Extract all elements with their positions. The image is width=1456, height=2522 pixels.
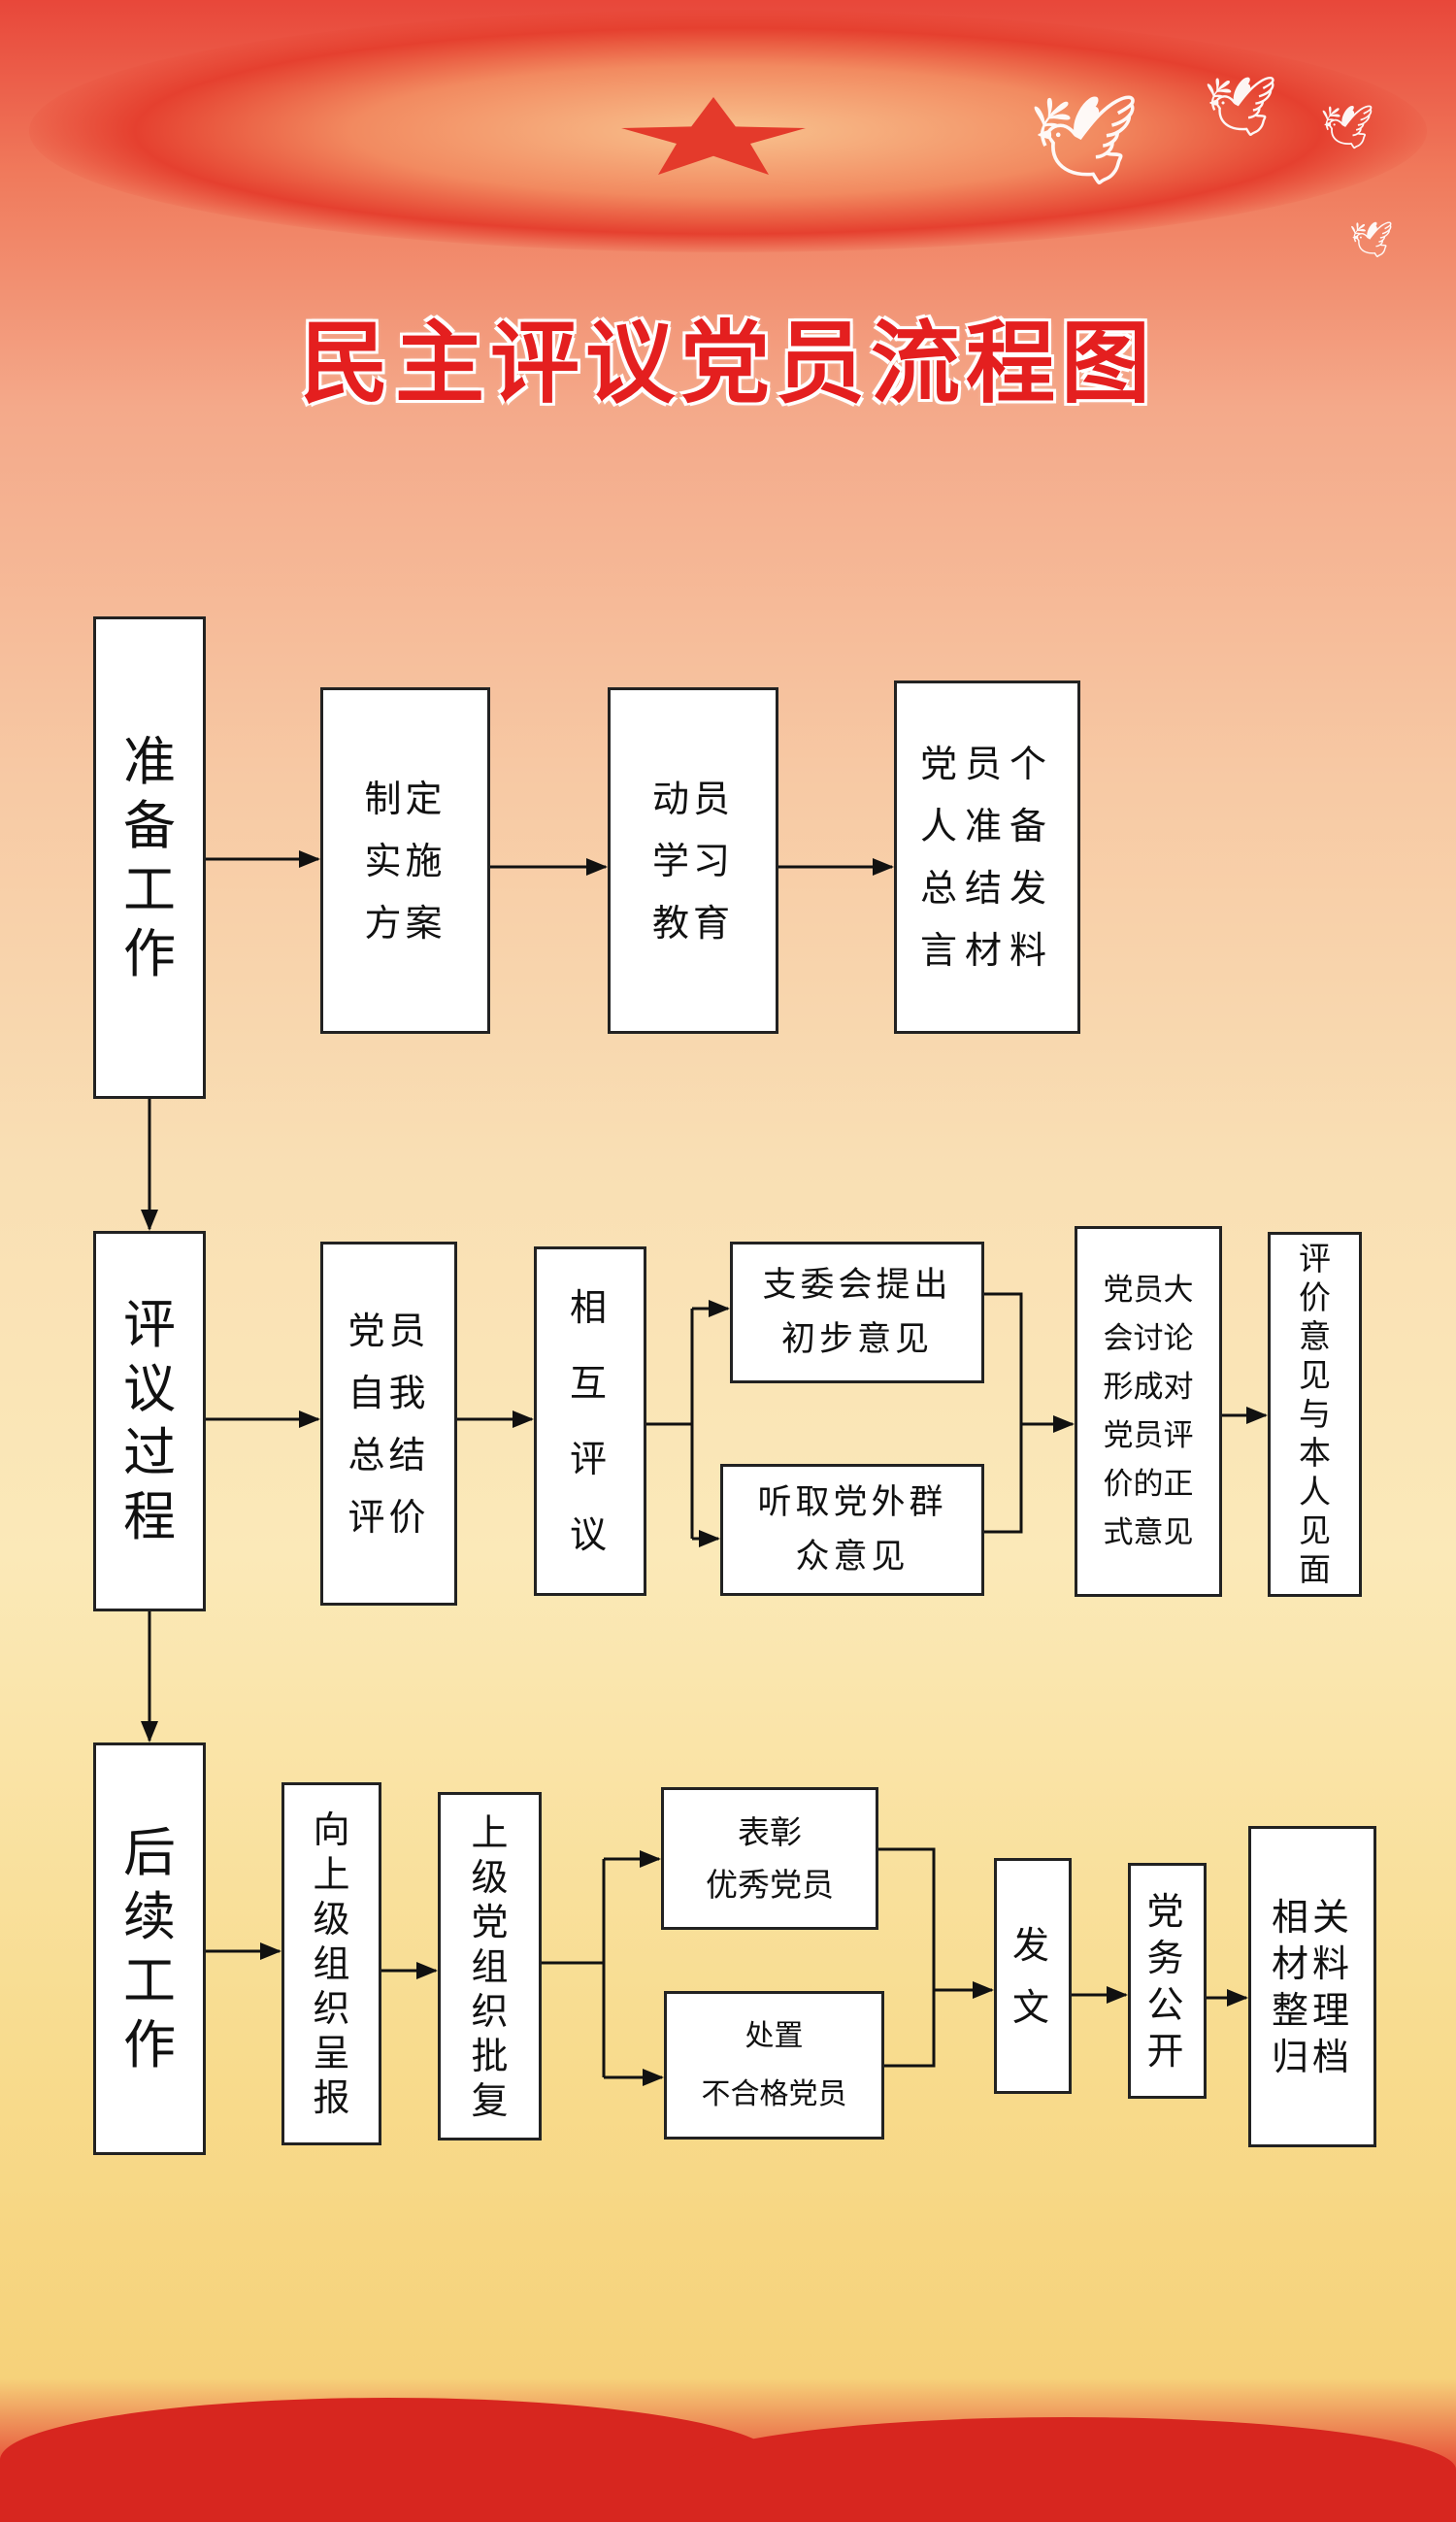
step-report-upward: 向 上 级 组 织 呈 报: [281, 1782, 381, 2145]
step-commend-excellent: 表彰 优秀党员: [661, 1787, 878, 1930]
stage-review: 评 议 过 程: [93, 1231, 206, 1611]
step-meet-member: 评 价 意 见 与 本 人 见 面: [1268, 1232, 1362, 1597]
connector: [984, 1292, 1023, 1534]
step-make-plan: 制定 实施 方案: [320, 687, 490, 1034]
dove-icon: 🕊: [1029, 89, 1141, 191]
step-publicize: 党 务 公 开: [1128, 1863, 1207, 2099]
step-prepare-speech: 党员个 人准备 总结发 言材料: [894, 680, 1080, 1034]
stage-follow-up: 后 续 工 作: [93, 1742, 206, 2155]
dove-icon: 🕊: [1204, 73, 1278, 141]
step-handle-unqualified: 处置 不合格党员: [664, 1991, 884, 2140]
step-issue-document: 发 文: [994, 1858, 1072, 2094]
step-general-meeting: 党员大 会讨论 形成对 党员评 价的正 式意见: [1075, 1226, 1222, 1597]
step-mobilize-study: 动员 学习 教育: [608, 687, 778, 1034]
connector: [646, 1309, 694, 1539]
step-mutual-review: 相 互 评 议: [534, 1246, 646, 1596]
red-wave-decoration: [679, 2417, 1456, 2522]
dove-icon: 🕊: [1320, 103, 1374, 152]
step-archive: 相关 材料 整理 归档: [1248, 1826, 1376, 2147]
step-self-evaluation: 党员 自我 总结 评价: [320, 1242, 457, 1606]
step-mass-opinion: 听取党外群 众意见: [720, 1464, 984, 1596]
step-superior-approval: 上 级 党 组 织 批 复: [438, 1792, 542, 2140]
dove-icon: 🕊: [1349, 220, 1394, 260]
page-title: 民主评议党员流程图: [299, 312, 1156, 415]
connector: [542, 1859, 606, 2077]
red-wave-decoration: [0, 2398, 777, 2522]
stage-prepare: 准 备 工 作: [93, 616, 206, 1099]
step-branch-opinion: 支委会提出 初步意见: [730, 1242, 984, 1383]
connector: [878, 1847, 936, 2068]
